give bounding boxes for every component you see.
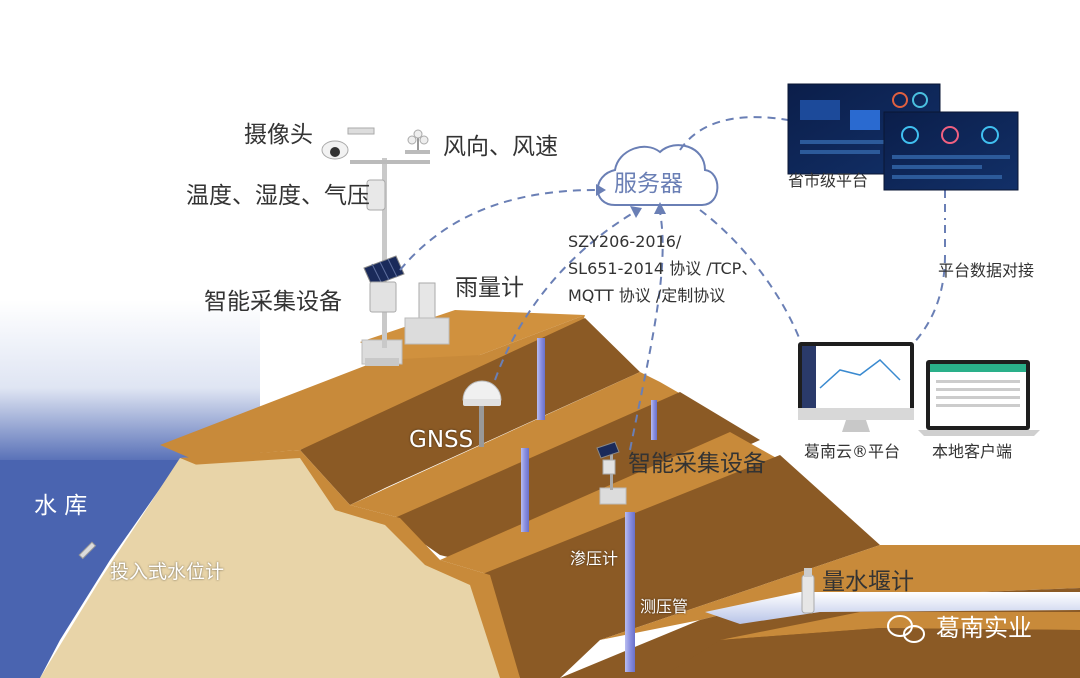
solar-panel-icon — [363, 255, 405, 287]
camera-icon — [321, 127, 375, 160]
laptop-icon — [918, 360, 1040, 436]
protocol-list: SZY206-2016/ SL651-2014 协议 /TCP、 MQTT 协议… — [568, 228, 757, 309]
label-platform-docking: 平台数据对接 — [938, 261, 1035, 280]
piezometer-pipe-1 — [537, 338, 545, 420]
provincial-dashboard-front — [883, 111, 1019, 191]
label-gnss: GNSS — [409, 427, 474, 453]
weir-meter-icon — [801, 568, 815, 614]
label-camera: 摄像头 — [244, 122, 313, 148]
protocol-line-3: MQTT 协议 /定制协议 — [568, 286, 726, 305]
label-local-client: 本地客户端 — [932, 442, 1013, 461]
label-piezometer-tube: 测压管 — [640, 597, 689, 616]
reservoir-water — [0, 460, 180, 678]
data-links — [399, 116, 946, 451]
label-collector-top: 智能采集设备 — [204, 289, 342, 315]
rain-gauge-icon — [418, 282, 436, 324]
drainage-channel — [705, 592, 1080, 624]
dam-tier3-face — [480, 455, 880, 678]
monitor-icon — [798, 342, 914, 432]
link-station-to-server — [399, 189, 597, 271]
link-server-to-cloud-platform — [699, 209, 801, 341]
mid-collector-station — [596, 441, 627, 505]
label-genan-cloud: 葛南云®平台 — [804, 442, 901, 461]
cloud-icon — [596, 144, 719, 206]
downstream-base — [660, 628, 1080, 678]
label-seepage-meter: 渗压计 — [570, 549, 619, 568]
dam-tier1-ledge — [350, 372, 700, 518]
dam-tier2-face — [390, 392, 760, 565]
wechat-icon — [887, 615, 925, 643]
label-reservoir: 水 库 — [34, 493, 88, 519]
label-wind: 风向、风速 — [443, 134, 558, 160]
piezometer-pipe-3 — [625, 512, 635, 672]
label-server: 服务器 — [614, 171, 683, 197]
gnss-antenna-icon — [462, 380, 502, 447]
piezometer-pipe-4 — [651, 400, 657, 440]
label-weir-meter: 量水堰计 — [822, 569, 914, 595]
protocol-line-2: SL651-2014 协议 /TCP、 — [568, 259, 758, 278]
link-server-to-provincial — [679, 116, 789, 151]
watermark-text: 葛南实业 — [936, 614, 1032, 642]
downstream-lower — [720, 612, 1080, 640]
dam-top-surface — [160, 315, 585, 458]
arrow-head-3 — [654, 202, 666, 214]
label-collector-mid: 智能采集设备 — [628, 451, 766, 477]
dam-tier1-face — [300, 318, 640, 505]
wind-vane-icon — [407, 129, 429, 150]
piezometer-pipe-2 — [521, 448, 529, 532]
label-temp-humidity-pressure: 温度、湿度、气压 — [186, 183, 370, 209]
label-rain-gauge: 雨量计 — [455, 275, 524, 301]
arrow-head-1 — [596, 184, 606, 196]
station-mast — [382, 158, 387, 348]
collector-box-top — [369, 281, 397, 313]
link-gnss-to-server — [494, 209, 639, 381]
arrow-head-2 — [630, 206, 642, 218]
label-level-meter: 投入式水位计 — [110, 561, 225, 583]
weather-station — [321, 127, 450, 366]
label-provincial-platform: 省市级平台 — [788, 171, 869, 190]
thermo-hygro-sensor — [366, 179, 386, 211]
dam-core-inner — [60, 458, 500, 678]
protocol-line-1: SZY206-2016/ — [568, 232, 682, 251]
link-platform-docking — [911, 190, 946, 346]
level-meter-probe — [78, 541, 97, 560]
